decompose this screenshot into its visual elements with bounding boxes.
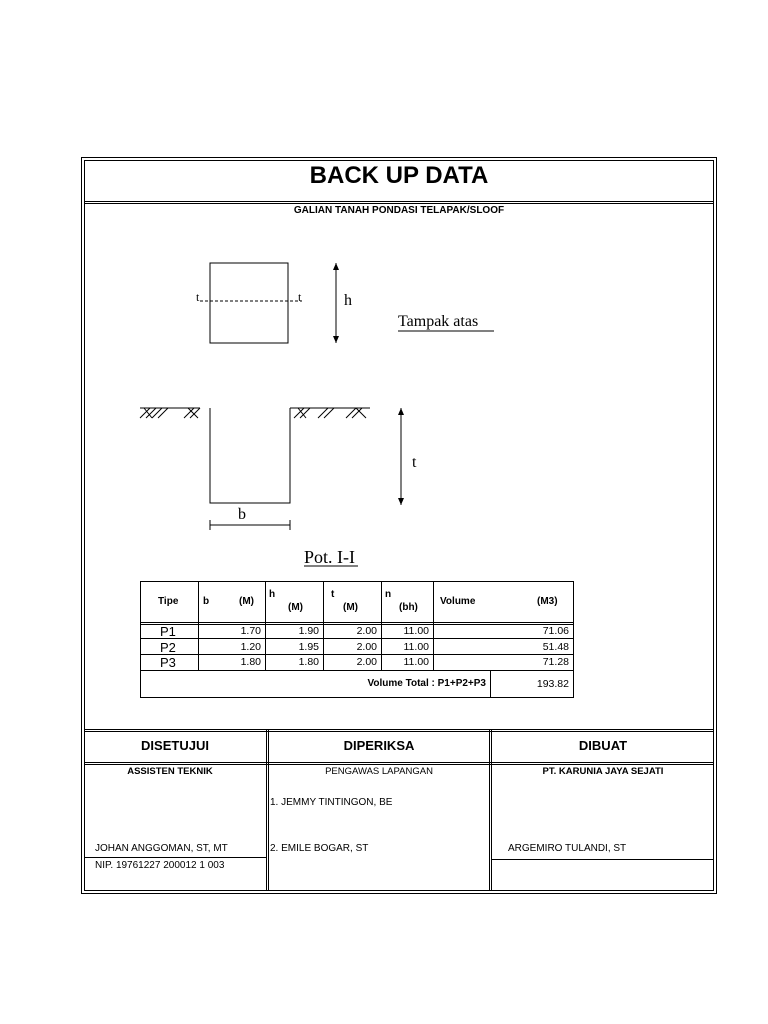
- cell-t: 2.00: [356, 641, 377, 653]
- volume-total-label: Volume Total : P1+P2+P3: [367, 678, 486, 689]
- dibuat-role: PT. KARUNIA JAYA SEJATI: [542, 766, 664, 777]
- col-divider: [198, 581, 199, 670]
- header-b: b: [203, 596, 210, 607]
- header-n-unit: (bh): [399, 602, 418, 613]
- header-n: n: [385, 589, 392, 600]
- disetujui-nip: NIP. 19761227 200012 1 003: [95, 860, 225, 871]
- cell-n: 11.00: [403, 625, 430, 637]
- data-table-frame: [140, 581, 574, 698]
- cell-tipe: P2: [160, 640, 176, 655]
- diperiksa-person-1: 1. JEMMY TINTINGON, BE: [270, 797, 393, 808]
- cut-label-left: t: [196, 290, 200, 304]
- cell-h: 1.95: [298, 641, 319, 653]
- col-divider: [323, 581, 324, 670]
- ground-hatch-left: [139, 407, 201, 419]
- volume-total-value: 193.82: [536, 678, 569, 690]
- header-h-unit: (M): [288, 602, 303, 613]
- dibuat-heading: DIBUAT: [578, 738, 628, 753]
- header-volume-unit: (M3): [537, 596, 558, 607]
- dibuat-name: ARGEMIRO TULANDI, ST: [508, 843, 627, 854]
- cell-h: 1.80: [298, 656, 319, 668]
- disetujui-role: ASSISTEN TEKNIK: [127, 766, 213, 777]
- cut-label-right: t: [298, 290, 302, 304]
- header-t: t: [331, 589, 335, 600]
- header-tipe: Tipe: [158, 596, 179, 607]
- outer-frame: [81, 157, 717, 894]
- cell-b: 1.70: [240, 625, 261, 637]
- signature-col-divider: [266, 729, 269, 891]
- header-h: h: [269, 589, 276, 600]
- row-divider: [140, 654, 574, 655]
- cell-volume: 71.06: [542, 625, 569, 637]
- top-view-label: Tampak atas: [398, 313, 479, 330]
- cell-tipe: P3: [160, 655, 176, 670]
- h-label: h: [344, 292, 352, 309]
- diperiksa-role: PENGAWAS LAPANGAN: [325, 766, 433, 777]
- col-divider: [381, 581, 382, 670]
- signature-divider: [84, 729, 714, 732]
- document-title: BACK UP DATA: [309, 162, 489, 189]
- header-b-unit: (M): [239, 596, 254, 607]
- t-label: t: [412, 454, 417, 471]
- signature-col-divider: [489, 729, 492, 891]
- diperiksa-person-2: 2. EMILE BOGAR, ST: [270, 843, 369, 854]
- disetujui-name: JOHAN ANGGOMAN, ST, MT: [95, 843, 228, 854]
- signature-head-divider: [84, 762, 714, 765]
- inner-frame: [84, 160, 714, 891]
- section-label: Pot. I-I: [304, 547, 355, 567]
- diperiksa-heading: DIPERIKSA: [343, 738, 415, 753]
- dibuat-bottom-divider: [492, 859, 714, 860]
- disetujui-heading: DISETUJUI: [141, 738, 209, 753]
- ground-hatch-right: [290, 407, 370, 419]
- excavation-outline: [209, 408, 291, 504]
- header-divider: [140, 622, 574, 625]
- cell-b: 1.20: [240, 641, 261, 653]
- col-divider: [265, 581, 266, 670]
- row-divider: [140, 670, 574, 671]
- foundation-drawing: [139, 262, 494, 567]
- cell-h: 1.90: [298, 625, 319, 637]
- cell-n: 11.00: [403, 641, 430, 653]
- row-divider: [140, 638, 574, 639]
- col-divider: [433, 581, 434, 670]
- header-volume: Volume: [440, 596, 476, 607]
- cell-b: 1.80: [240, 656, 261, 668]
- header-t-unit: (M): [343, 602, 358, 613]
- document-subtitle: GALIAN TANAH PONDASI TELAPAK/SLOOF: [293, 205, 505, 216]
- cell-t: 2.00: [356, 656, 377, 668]
- cell-t: 2.00: [356, 625, 377, 637]
- title-divider: [84, 201, 714, 204]
- cell-volume: 51.48: [542, 641, 569, 653]
- cell-volume: 71.28: [542, 656, 569, 668]
- nip-divider: [84, 857, 266, 858]
- cell-n: 11.00: [403, 656, 430, 668]
- cell-tipe: P1: [160, 624, 176, 639]
- col-divider: [490, 670, 491, 698]
- b-label: b: [238, 506, 246, 523]
- top-view-square: [209, 262, 289, 344]
